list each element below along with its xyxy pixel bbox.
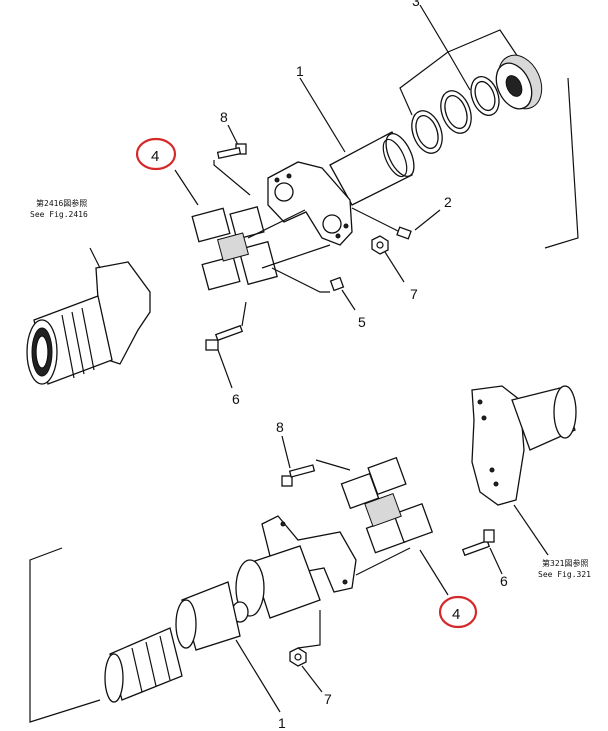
label-8-bottom: 8 [276,419,284,435]
label-4-bottom: 4 [452,606,460,623]
nut-7-bottom [289,610,323,693]
label-3: 3 [412,0,420,9]
bearing-seal [495,54,543,110]
ref-fig321-en: See Fig.321 [538,570,591,579]
highlight-circle-top [135,137,177,171]
label-6-bottom: 6 [500,573,508,589]
label-1-top: 1 [296,63,304,79]
item-3-bracket [399,4,579,249]
label-4-top: 4 [151,148,159,165]
bolt-6-bottom [461,529,503,575]
spider-bottom [340,456,449,596]
spider-top [174,169,331,291]
yoke-top [267,161,353,246]
seal-rings [411,76,500,154]
label-1-bottom: 1 [278,715,286,731]
bolt-5 [271,267,356,311]
ref-fig2416-jp: 第2416図参照 [36,198,87,208]
label-2: 2 [444,194,452,210]
label-7-bottom: 7 [324,691,332,707]
bolt-2 [351,207,441,240]
output-flange-left [26,247,151,385]
shaft-tube-top [329,131,415,206]
leader-1-top [299,77,346,153]
highlight-circle-bottom [438,595,478,629]
leader-1-bottom [235,639,281,713]
label-5: 5 [358,314,366,330]
label-8-top: 8 [220,109,228,125]
bolt-6-top [205,301,247,389]
ref-fig2416-en: See Fig.2416 [30,210,88,219]
bolt-8-top [213,124,251,196]
bolt-8-bottom [281,435,351,487]
ref-fig321-jp: 第321図参照 [542,558,588,568]
companion-flange-right [471,385,577,556]
nut-7-top [371,235,405,283]
label-6-top: 6 [232,391,240,407]
bracket-bottom-left [29,547,101,723]
label-7-top: 7 [410,286,418,302]
shaft-body-bottom [104,545,321,703]
